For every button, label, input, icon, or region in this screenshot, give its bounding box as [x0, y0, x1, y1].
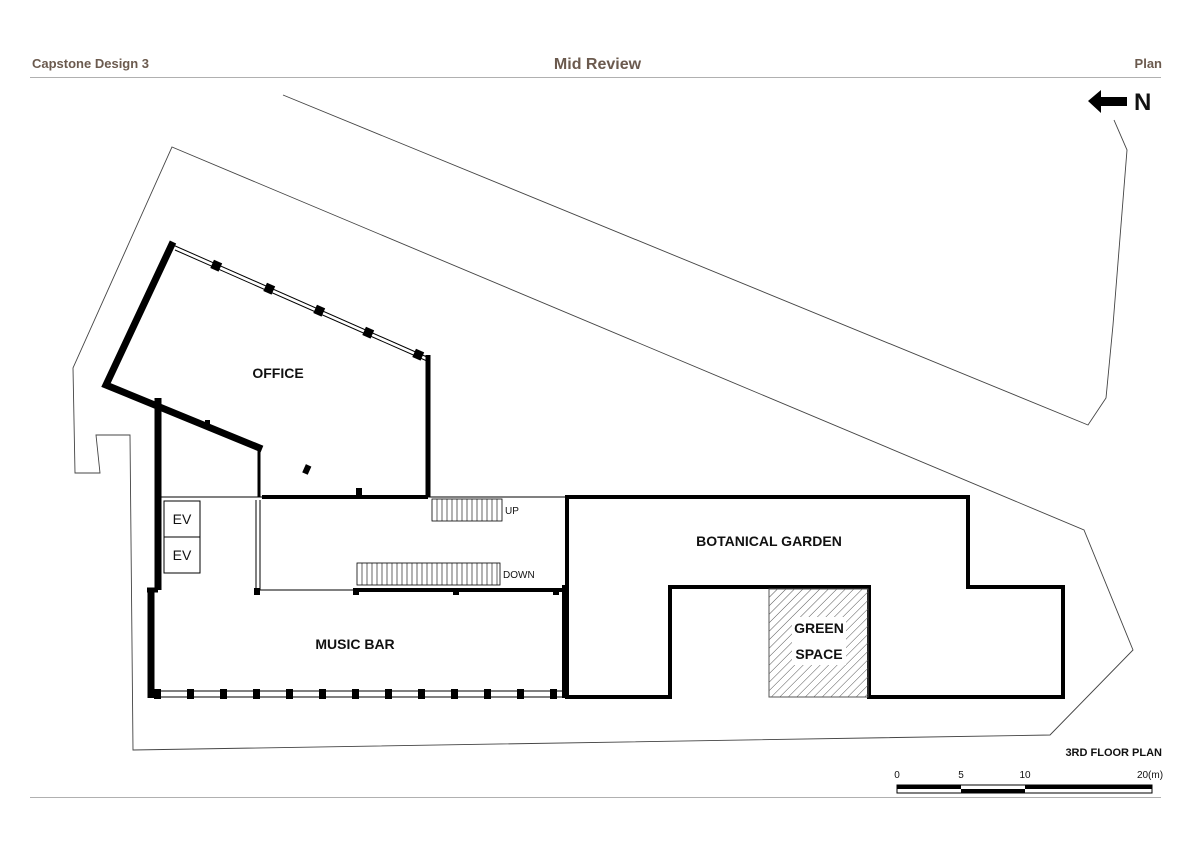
facade-column	[451, 689, 458, 699]
plan-title: 3RD FLOOR PLAN	[1065, 747, 1162, 759]
scale-tick-5: 5	[958, 770, 964, 781]
green-space: GREEN SPACE	[768, 588, 869, 698]
elevator-2-label: EV	[173, 547, 192, 563]
botanical-garden-label: BOTANICAL GARDEN	[696, 533, 842, 549]
north-arrow-icon: N	[1088, 89, 1151, 116]
office-label: OFFICE	[252, 365, 303, 381]
facade-column	[484, 689, 491, 699]
facade-column	[517, 689, 524, 699]
scale-tick-10: 10	[1019, 770, 1031, 781]
facade-column	[550, 689, 557, 699]
facade-column	[154, 689, 161, 699]
footer-rule	[30, 797, 1161, 798]
header-rule	[30, 77, 1161, 78]
sheet-title: Mid Review	[553, 56, 642, 73]
facade-column	[286, 689, 293, 699]
stair-upper: UP	[431, 498, 519, 522]
scale-tick-0: 0	[894, 770, 900, 781]
sheet-type: Plan	[1134, 56, 1162, 71]
north-label: N	[1134, 89, 1151, 116]
site-boundary	[72, 94, 1134, 751]
circulation-core: EV EV UP DOWN	[154, 398, 565, 590]
scale-bar: 0 5 10 20(m)	[894, 770, 1163, 794]
project-name: Capstone Design 3	[32, 56, 150, 71]
music-bar-label: MUSIC BAR	[315, 636, 394, 652]
music-bar-walls: MUSIC BAR	[147, 585, 568, 699]
facade-column	[385, 689, 392, 699]
botanical-garden: BOTANICAL GARDEN	[565, 495, 1065, 699]
green-space-label-line1: GREEN	[794, 620, 844, 636]
facade-column	[253, 689, 260, 699]
facade-column	[220, 689, 227, 699]
facade-column	[418, 689, 425, 699]
stair-upper-tag: UP	[505, 506, 519, 517]
elevator-1-label: EV	[173, 511, 192, 527]
scale-tick-20: 20(m)	[1137, 770, 1163, 781]
office-walls: OFFICE	[101, 240, 431, 499]
facade-column	[187, 689, 194, 699]
elevator-2	[163, 536, 201, 574]
stair-lower-tag: DOWN	[503, 570, 535, 581]
facade-column	[352, 689, 359, 699]
stair-lower: DOWN	[356, 562, 535, 586]
facade-column	[319, 689, 326, 699]
green-space-label-line2: SPACE	[795, 646, 842, 662]
